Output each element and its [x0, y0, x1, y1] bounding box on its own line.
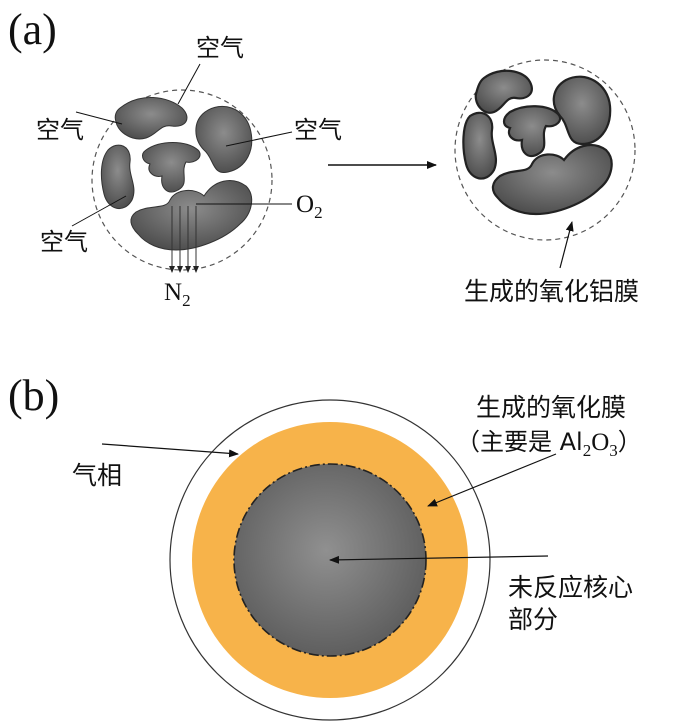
oxidized-grain: [463, 113, 496, 179]
oxidized-particle-right: [455, 60, 635, 240]
air-label-left: 空气: [36, 116, 84, 144]
aluminum-grain: [143, 143, 201, 193]
panel-a: (a) 空气 空气 空气 空气: [8, 5, 639, 310]
aluminum-grain: [196, 106, 252, 172]
o2-label: O2: [296, 191, 323, 222]
oxidized-grain: [554, 77, 610, 144]
core-label-line2: 部分: [508, 605, 558, 634]
panel-b: (b) 气相 生成的氧化膜 （主要是 Al2O3） 未反应核心 部分: [8, 371, 642, 720]
aluminum-grain: [131, 181, 252, 250]
panel-b-label: (b): [8, 371, 59, 420]
air-leader-bottom: [72, 196, 126, 226]
oxide-label-line2: （主要是 Al2O3）: [456, 428, 642, 460]
air-label-bottom: 空气: [40, 228, 88, 256]
porous-particle-left: [92, 90, 272, 272]
oxidized-grain: [504, 106, 560, 156]
aluminum-grain: [101, 145, 134, 208]
aluminum-grain: [115, 97, 187, 138]
air-leader-top: [178, 64, 200, 104]
air-label-right: 空气: [294, 116, 342, 144]
core-label-line1: 未反应核心: [508, 573, 633, 602]
n2-label: N2: [164, 279, 191, 310]
gas-phase-label: 气相: [72, 461, 122, 490]
panel-a-label: (a): [8, 5, 57, 54]
oxide-film-label: 生成的氧化铝膜: [464, 277, 639, 306]
oxidized-grain: [493, 145, 612, 214]
air-label-top: 空气: [196, 34, 244, 62]
oxide-label-line1: 生成的氧化膜: [476, 393, 626, 422]
oxide-film-arrow: [560, 222, 572, 268]
